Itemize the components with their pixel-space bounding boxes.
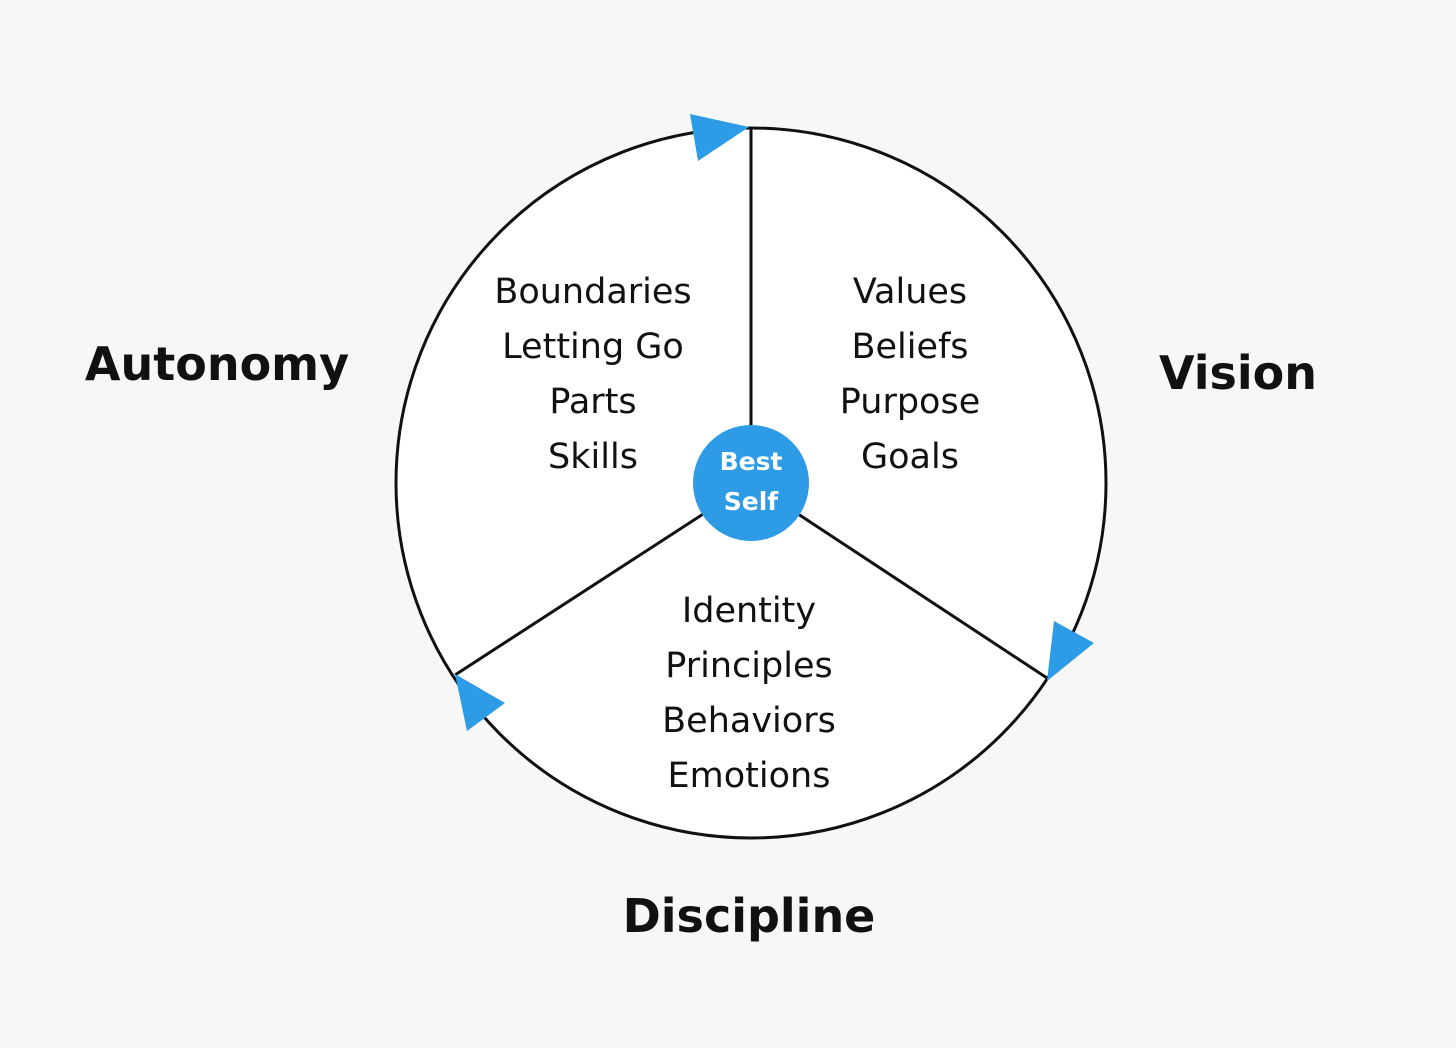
section-title-vision: Vision bbox=[1159, 346, 1317, 400]
section-title-discipline: Discipline bbox=[623, 889, 876, 943]
center-label-line1: Best bbox=[720, 447, 783, 476]
discipline-item: Emotions bbox=[668, 756, 831, 796]
autonomy-item: Parts bbox=[549, 382, 636, 422]
divider-lower-left bbox=[454, 481, 752, 677]
vision-item: Goals bbox=[861, 437, 959, 477]
vision-item: Values bbox=[853, 272, 967, 312]
vision-item: Purpose bbox=[840, 382, 980, 422]
discipline-item: Behaviors bbox=[662, 701, 836, 741]
autonomy-item: Skills bbox=[548, 437, 638, 477]
vision-item: Beliefs bbox=[851, 327, 968, 367]
center-circle bbox=[693, 425, 809, 541]
discipline-item: Principles bbox=[665, 646, 832, 686]
autonomy-item: Letting Go bbox=[502, 327, 684, 367]
arrow-right-icon bbox=[1047, 621, 1094, 681]
discipline-item: Identity bbox=[682, 591, 816, 631]
section-title-autonomy: Autonomy bbox=[85, 337, 349, 391]
arrow-top-icon bbox=[690, 114, 749, 161]
divider-lower-right bbox=[750, 481, 1048, 680]
center-label-line2: Self bbox=[724, 487, 780, 516]
arrow-left-icon bbox=[455, 674, 505, 731]
autonomy-item: Boundaries bbox=[494, 272, 691, 312]
